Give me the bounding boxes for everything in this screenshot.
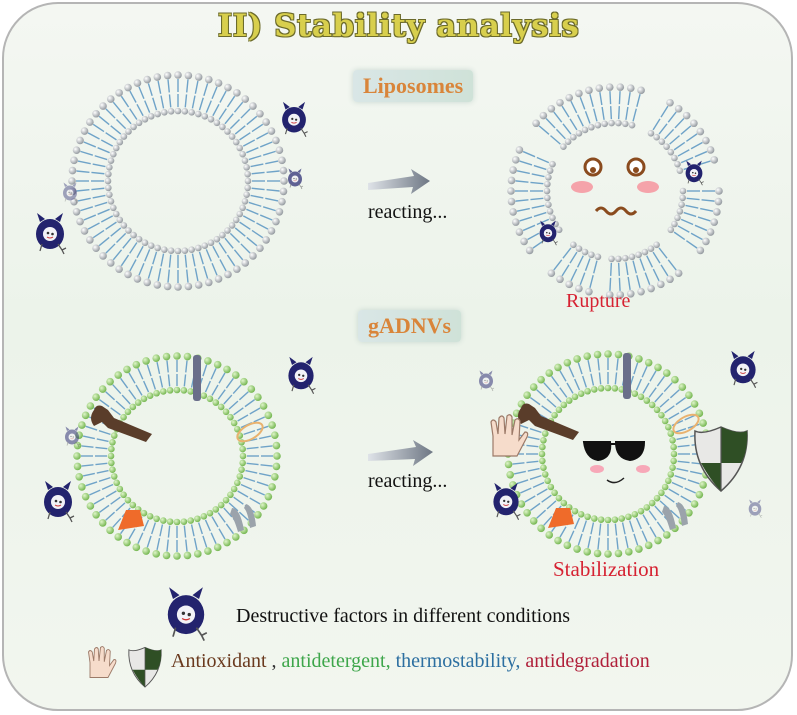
destructive-monster-icon xyxy=(729,350,758,389)
reacting-label-top: reacting... xyxy=(368,201,448,223)
reacting-label-bottom: reacting... xyxy=(368,470,448,492)
destructive-monster-icon xyxy=(478,370,495,392)
property-separator: , xyxy=(266,650,282,672)
liposomes-label: Liposomes xyxy=(353,70,474,102)
gadnvs-label: gADNVs xyxy=(358,310,462,342)
property-thermostability: thermostability, xyxy=(390,650,521,672)
figure-title: II) Stability analysis xyxy=(217,8,580,44)
membrane-protein-icon xyxy=(193,355,201,401)
property-antioxidant: Antioxidant xyxy=(171,650,267,672)
legend-destructive-text: Destructive factors in different conditi… xyxy=(236,605,570,627)
orange-loop-icon xyxy=(672,413,700,435)
destructive-monster-icon xyxy=(281,101,309,138)
sad-face xyxy=(571,157,659,216)
destructive-monster-icon xyxy=(35,212,67,255)
gray-clip-icon xyxy=(230,504,256,532)
orange-plug-icon xyxy=(548,508,574,528)
destructive-monster-icon xyxy=(287,356,316,395)
destructive-monster-icon xyxy=(287,168,304,190)
orange-loop-icon xyxy=(236,421,264,443)
orange-plug-icon xyxy=(118,510,144,530)
liposome-ruptured xyxy=(507,83,723,299)
liposome-intact xyxy=(68,71,288,291)
gadnv-vesicle xyxy=(73,352,281,560)
property-antidegradation: antidegradation xyxy=(520,650,650,672)
property-antidetergent: antidetergent, xyxy=(281,650,391,672)
destructive-monster-icon xyxy=(492,482,521,521)
stabilization-label: Stabilization xyxy=(553,557,660,581)
destructive-monster-icon xyxy=(748,499,763,519)
wrench-icon xyxy=(91,405,152,442)
membrane-protein-icon xyxy=(623,353,631,399)
legend-properties: Antioxidant , antidetergent, thermostabi… xyxy=(171,650,650,673)
cool-face xyxy=(582,441,650,484)
destructive-monster-icon xyxy=(43,480,75,523)
legend-shield-icon xyxy=(128,646,162,688)
legend-monster-icon xyxy=(166,586,208,642)
rupture-label: Rupture xyxy=(566,290,631,312)
gray-clip-icon xyxy=(662,502,688,530)
reaction-arrow-top xyxy=(368,169,430,194)
legend-hand-icon xyxy=(88,646,117,678)
reaction-arrow-bottom xyxy=(368,440,433,466)
